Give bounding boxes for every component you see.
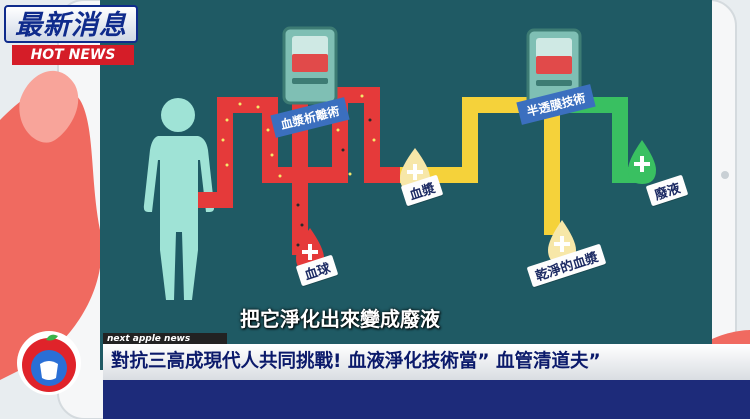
logo-main-text: 最新消息 [4,5,138,43]
ticker-background [103,380,750,419]
separation-machine-icon [282,26,338,105]
hot-news-logo: 最新消息 HOT NEWS [4,5,138,65]
news-headline: 對抗三高成現代人共同挑戰! 血液淨化技術當” 血管清道夫” [103,344,750,380]
video-subtitle: 把它淨化出來變成廢液 [240,307,440,331]
human-figure-icon [143,98,215,300]
news-source-tag: next apple news [103,333,227,346]
waste-drop-icon [628,140,656,184]
membrane-machine-icon [526,28,582,107]
logo-sub-text: HOT NEWS [12,45,134,65]
apple-daily-logo-icon [17,331,81,395]
diagram-screen: 血漿析離術 半透膜技術 血漿 廢液 血球 乾淨的血漿 [100,0,712,370]
